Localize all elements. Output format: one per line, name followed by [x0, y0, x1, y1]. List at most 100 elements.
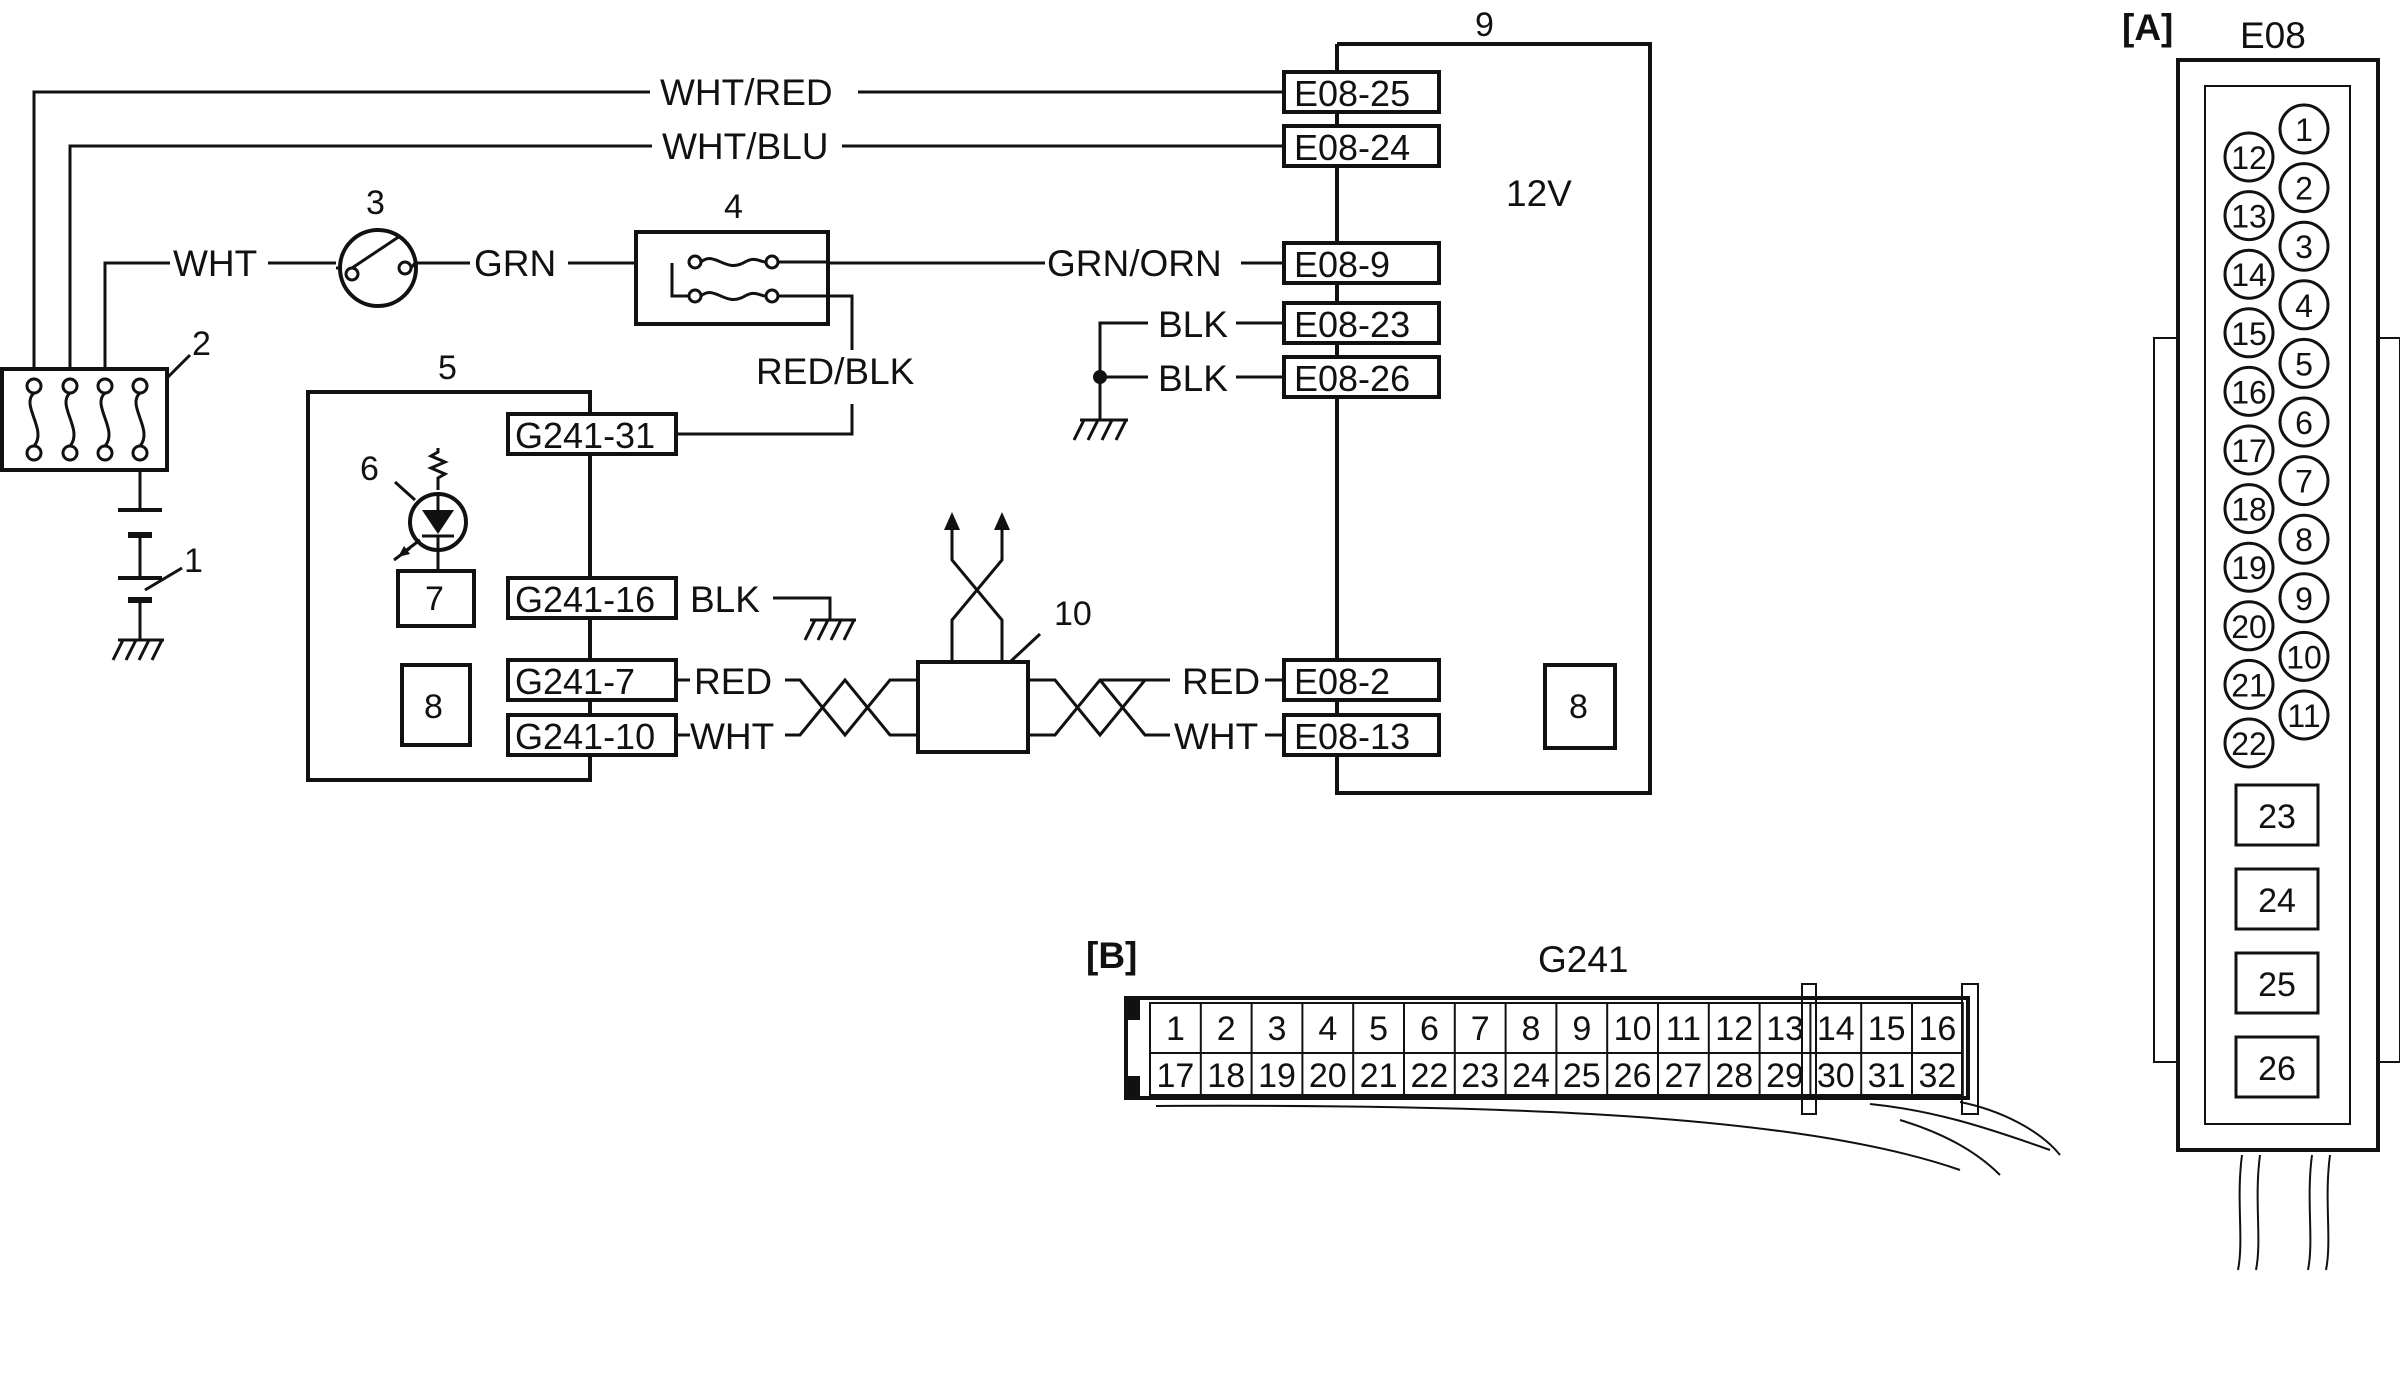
svg-text:13: 13: [2231, 199, 2267, 235]
pin-square-25: 25: [2234, 951, 2320, 1015]
callout-1: 1: [184, 542, 203, 580]
pin-circle-16: 16: [2223, 365, 2275, 417]
g241-pin-28: 28: [1715, 1057, 1753, 1095]
svg-text:23: 23: [2258, 798, 2296, 836]
ground-icon: [111, 638, 164, 661]
pin-circle-6: 6: [2278, 396, 2330, 448]
wire-wht-red: [32, 90, 650, 378]
pin-circle-20: 20: [2223, 600, 2275, 652]
twisted-pair-right: [1028, 678, 1170, 738]
wire-red-blk: [828, 294, 854, 350]
pin-e08-23: E08-23: [1294, 304, 1410, 345]
label-wht: WHT: [173, 243, 257, 284]
g241-pin-23: 23: [1461, 1057, 1499, 1095]
callout-6: 6: [360, 450, 379, 488]
pin-circle-17: 17: [2223, 424, 2275, 476]
callout-leader: [1008, 632, 1042, 664]
svg-text:5: 5: [2295, 346, 2313, 382]
junction-up-red: [950, 530, 1004, 680]
svg-text:2: 2: [2295, 171, 2313, 207]
svg-text:7: 7: [2295, 464, 2313, 500]
pin-circle-2: 2: [2278, 162, 2330, 214]
pin-circle-4: 4: [2278, 279, 2330, 331]
connector-a: [A] E08 12345678910111213141516171819202…: [2122, 7, 2400, 1271]
g241-pin-1: 1: [1166, 1010, 1185, 1048]
pin-circle-13: 13: [2223, 190, 2275, 242]
pin-g241-7: G241-7: [515, 661, 635, 702]
resistor-icon: [427, 448, 449, 490]
g241-pin-9: 9: [1572, 1010, 1591, 1048]
g241-pin-12: 12: [1715, 1010, 1753, 1048]
label-blk-23: BLK: [1158, 304, 1228, 345]
pin-g241-10: G241-10: [515, 716, 655, 757]
g241-pin-21: 21: [1360, 1057, 1398, 1095]
twisted-pair-left: [785, 678, 918, 738]
svg-text:26: 26: [2258, 1050, 2296, 1088]
pin-square-23: 23: [2234, 783, 2320, 847]
g241-pin-27: 27: [1664, 1057, 1702, 1095]
callout-9: 9: [1475, 6, 1494, 44]
g241-pin-5: 5: [1369, 1010, 1388, 1048]
wire-blk-23: [1098, 321, 1148, 378]
pin-circle-8: 8: [2278, 513, 2330, 565]
dot-ground-left: [1093, 370, 1107, 384]
g241-pin-29: 29: [1766, 1057, 1804, 1095]
g241-pin-16: 16: [1918, 1010, 1956, 1048]
svg-text:24: 24: [2258, 882, 2296, 920]
twisted-pair-left-b: [785, 677, 918, 737]
g241-pin-2: 2: [1217, 1010, 1236, 1048]
label-red-left: RED: [694, 661, 772, 702]
g241-pin-11: 11: [1666, 1010, 1701, 1048]
svg-text:18: 18: [2231, 492, 2267, 528]
callout-3: 3: [366, 184, 385, 222]
pin-square-26: 26: [2234, 1035, 2320, 1099]
pin-circle-15: 15: [2223, 307, 2275, 359]
g241-pin-4: 4: [1318, 1010, 1337, 1048]
g241-pin-22: 22: [1410, 1057, 1448, 1095]
svg-text:11: 11: [2287, 698, 2320, 734]
callout-leader: [165, 353, 192, 380]
svg-text:4: 4: [2295, 288, 2313, 324]
pin-e08-2: E08-2: [1294, 661, 1390, 702]
wire-wht-blu: [68, 144, 652, 378]
ecu-module: 9 8: [1335, 6, 1652, 795]
pin-circle-10: 10: [2278, 630, 2330, 682]
svg-text:6: 6: [2295, 405, 2313, 441]
callout-leader: [144, 566, 183, 592]
g241-pin-3: 3: [1268, 1010, 1287, 1048]
svg-text:15: 15: [2231, 316, 2267, 352]
label-wht-red: WHT/RED: [660, 72, 833, 113]
svg-text:25: 25: [2258, 966, 2296, 1004]
pin-circle-19: 19: [2223, 541, 2275, 593]
g241-pin-32: 32: [1918, 1057, 1956, 1095]
pin-e08-25: E08-25: [1294, 73, 1410, 114]
arrow-junction-left: [944, 512, 960, 530]
pin-circle-5: 5: [2278, 337, 2330, 389]
junction-connector: 10: [916, 595, 1092, 754]
g241-pin-8: 8: [1522, 1010, 1541, 1048]
wire-blk-16: [773, 596, 832, 620]
label-red-right: RED: [1182, 661, 1260, 702]
label-grn: GRN: [474, 243, 556, 284]
pin-e08-13: E08-13: [1294, 716, 1410, 757]
battery: 1: [118, 508, 203, 622]
g241-pin-17: 17: [1156, 1057, 1194, 1095]
g241-pin-20: 20: [1309, 1057, 1347, 1095]
label-blk-16: BLK: [690, 579, 760, 620]
label-blk-26: BLK: [1158, 358, 1228, 399]
g241-pin-25: 25: [1563, 1057, 1601, 1095]
pin-labels: E08-25 E08-24 E08-9 E08-23 E08-26 E08-2 …: [506, 70, 1441, 757]
arrow-junction-right: [994, 512, 1010, 530]
svg-text:14: 14: [2231, 257, 2267, 293]
ignition-switch: 3: [336, 184, 418, 308]
connector-b-name: G241: [1538, 939, 1629, 980]
svg-text:21: 21: [2231, 667, 2267, 703]
g241-pin-13: 13: [1766, 1010, 1804, 1048]
label-12v: 12V: [1506, 173, 1572, 214]
pin-square-24: 24: [2234, 867, 2320, 931]
pin-g241-31: G241-31: [515, 415, 655, 456]
g241-pin-14: 14: [1817, 1010, 1855, 1048]
svg-text:8: 8: [2295, 522, 2313, 558]
pin-circle-14: 14: [2223, 248, 2275, 300]
